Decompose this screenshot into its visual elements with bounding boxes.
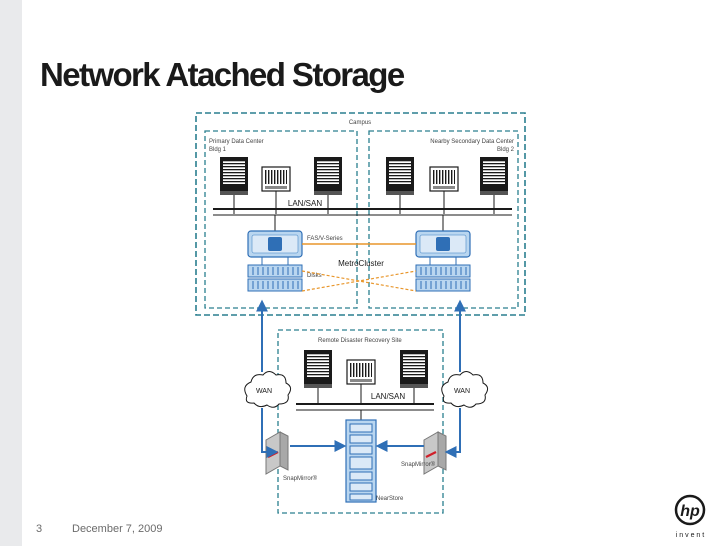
wan-right-label: WAN [454, 388, 470, 395]
disk-shelf [247, 264, 303, 278]
hp-logo: hp i n v e n t [674, 494, 706, 539]
lan-san-bottom-label: LAN/SAN [371, 392, 405, 401]
disk-shelf [247, 278, 303, 292]
page-number: 3 [36, 523, 43, 535]
metrocluster-label: MetroCluster [338, 259, 384, 268]
remote-site-label: Remote Disaster Recovery Site [318, 338, 402, 344]
disk-shelf [415, 264, 471, 278]
wan-cloud-right [441, 371, 489, 408]
primary-dc-box [204, 130, 358, 309]
slide-title: Network Atached Storage [40, 56, 405, 93]
nearstore-rack [345, 419, 377, 503]
server-box [346, 359, 376, 385]
server-tower [480, 157, 508, 195]
server-connections [233, 191, 495, 214]
secondary-dc-label: Nearby Secondary Data Center [430, 139, 514, 145]
campus-boundary [195, 112, 526, 316]
nearstore-label: NearStore [376, 496, 404, 502]
metrocluster-cross-links [301, 270, 417, 292]
filer-uplinks [274, 215, 444, 231]
lan-san-top-label: LAN/SAN [288, 199, 322, 208]
arrow-wan-to-right-device [444, 408, 461, 458]
server-tower [304, 350, 332, 388]
primary-dc-label: Primary Data Center [209, 139, 264, 145]
server-box [261, 166, 291, 192]
fas-label: FAS/V-Series [307, 236, 343, 242]
server-tower [400, 350, 428, 388]
remote-dr-box [277, 329, 444, 514]
secondary-bldg-label: Bldg 2 [497, 147, 515, 153]
secondary-dc-box [368, 130, 519, 309]
filer-to-shelf-links [261, 257, 457, 265]
server-tower [314, 157, 342, 195]
server-tower [386, 157, 414, 195]
hp-logo-mark: hp [680, 503, 700, 520]
wan-cloud-left [244, 371, 292, 408]
server-tower [220, 157, 248, 195]
snapmirror-right-label: SnapMirror® [401, 461, 436, 468]
footer-date: December 7, 2009 [72, 523, 163, 535]
disk-shelf [415, 278, 471, 292]
campus-label: Campus [349, 120, 371, 126]
arrow-wan-to-left-device [261, 408, 279, 458]
wan-left-label: WAN [256, 388, 272, 395]
snapmirror-left-label: SnapMirror® [283, 475, 318, 482]
hp-logo-tagline: i n v e n t [676, 532, 704, 539]
fas-filer-secondary [415, 230, 471, 258]
remote-server-connections [317, 384, 415, 420]
server-box [429, 166, 459, 192]
slide-sidebar [0, 0, 22, 546]
fas-filer-primary [247, 230, 303, 258]
primary-bldg-label: Bldg 1 [209, 147, 227, 153]
disks-label: Disks [307, 273, 322, 279]
replication-arrows [256, 299, 466, 458]
